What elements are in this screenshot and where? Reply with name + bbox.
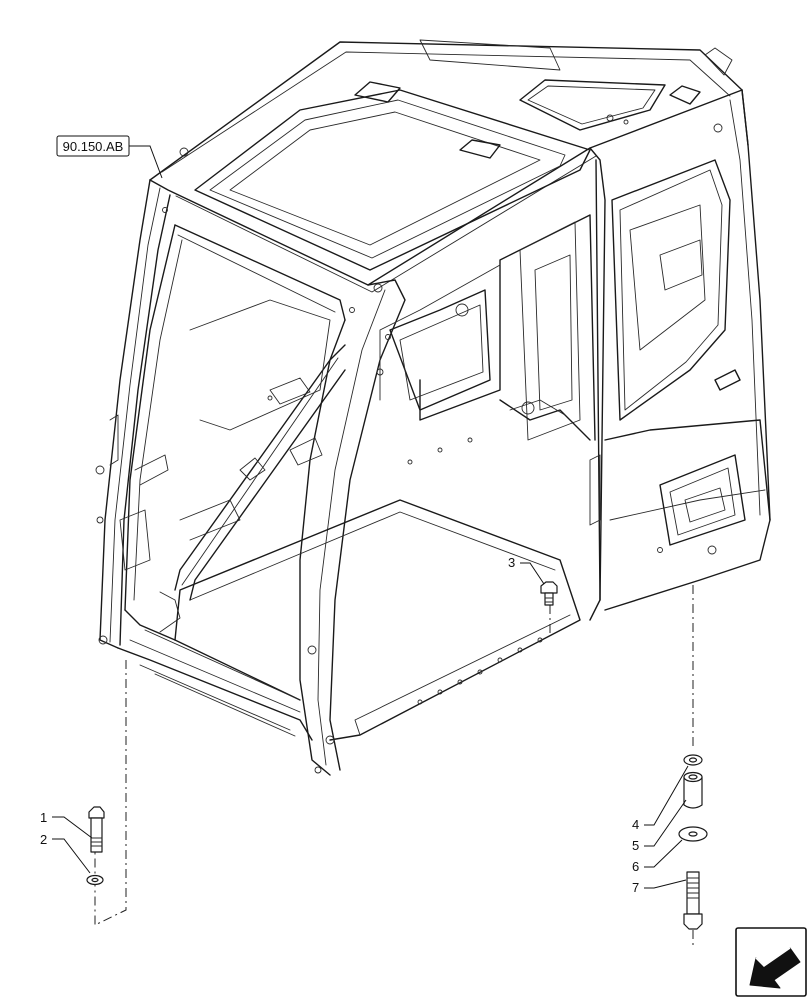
cab-frame	[95, 39, 771, 776]
screw-3	[540, 581, 558, 606]
callout-2: 2	[40, 832, 91, 874]
callout-num-6: 6	[632, 859, 639, 874]
callout-3: 3	[508, 555, 545, 585]
callout-num-4: 4	[632, 817, 639, 832]
spacer-5	[683, 771, 703, 809]
washer-6	[678, 826, 708, 842]
callout-6: 6	[632, 839, 683, 874]
callout-num-7: 7	[632, 880, 639, 895]
bolt-1	[88, 806, 105, 853]
callout-4: 4	[632, 765, 689, 832]
washer-2	[86, 874, 104, 886]
callout-7: 7	[632, 879, 687, 895]
arrow-down-left-icon[interactable]	[735, 927, 807, 997]
callout-num-1: 1	[40, 810, 47, 825]
assembly-centerlines	[94, 585, 694, 945]
callout-num-3: 3	[508, 555, 515, 570]
callout-5: 5	[632, 799, 687, 853]
reference-label-text[interactable]: 90.150.AB	[63, 139, 124, 154]
callout-num-5: 5	[632, 838, 639, 853]
callout-num-2: 2	[40, 832, 47, 847]
callout-1: 1	[40, 810, 93, 839]
washer-4	[683, 754, 703, 766]
bolt-7	[683, 871, 703, 930]
reference-label[interactable]: 90.150.AB	[56, 135, 163, 179]
